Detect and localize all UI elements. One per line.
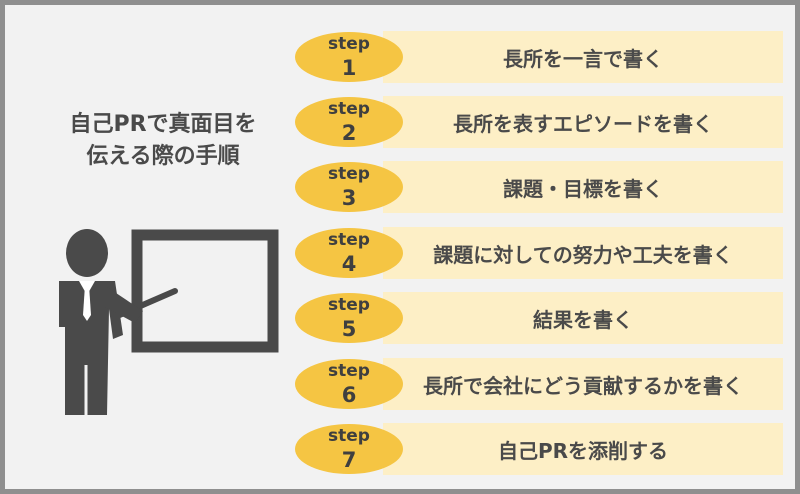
step-word: step (328, 34, 370, 54)
step-bar (383, 358, 783, 410)
step-number: 3 (341, 186, 357, 210)
step-row: 自己PRを添削する step 7 (295, 423, 783, 475)
step-badge: step 7 (295, 424, 403, 474)
step-bar (383, 161, 783, 213)
step-row: 課題・目標を書く step 3 (295, 161, 783, 213)
step-badge: step 4 (295, 228, 403, 278)
step-text: 自己PRを添削する (497, 438, 669, 463)
step-badge: step 1 (295, 32, 403, 82)
step-text: 長所を表すエピソードを書く (453, 111, 713, 136)
step-text: 課題・目標を書く (503, 176, 663, 201)
step-word: step (328, 426, 370, 446)
title-line-2: 伝える際の手順 (86, 144, 240, 169)
step-word: step (328, 230, 370, 250)
title-line-1: 自己PRで真面目を (69, 112, 257, 137)
step-bar (383, 423, 783, 475)
step-badge: step 3 (295, 162, 403, 212)
step-number: 6 (341, 383, 357, 407)
step-text: 長所で会社にどう貢献するかを書く (423, 373, 743, 398)
step-row: 長所で会社にどう貢献するかを書く step 6 (295, 358, 783, 410)
step-row: 長所を一言で書く step 1 (295, 31, 783, 83)
step-row: 結果を書く step 5 (295, 292, 783, 344)
step-badge: step 2 (295, 97, 403, 147)
step-number: 5 (341, 317, 357, 341)
step-bar (383, 227, 783, 279)
step-text: 結果を書く (533, 307, 633, 332)
step-bar (383, 31, 783, 83)
step-word: step (328, 164, 370, 184)
step-bar (383, 96, 783, 148)
step-badge: step 5 (295, 293, 403, 343)
step-number: 2 (341, 121, 357, 145)
step-number: 4 (341, 252, 357, 276)
presenter-at-board-icon (59, 229, 279, 415)
step-word: step (328, 361, 370, 381)
step-word: step (328, 295, 370, 315)
step-number: 1 (341, 56, 357, 80)
step-text: 課題に対しての努力や工夫を書く (433, 242, 733, 267)
step-row: 長所を表すエピソードを書く step 2 (295, 96, 783, 148)
diagram-title: 自己PRで真面目を 伝える際の手順 (43, 109, 283, 173)
step-text: 長所を一言で書く (503, 46, 663, 71)
step-bar (383, 292, 783, 344)
step-number: 7 (341, 448, 357, 472)
step-row: 課題に対しての努力や工夫を書く step 4 (295, 227, 783, 279)
step-word: step (328, 99, 370, 119)
step-badge: step 6 (295, 359, 403, 409)
